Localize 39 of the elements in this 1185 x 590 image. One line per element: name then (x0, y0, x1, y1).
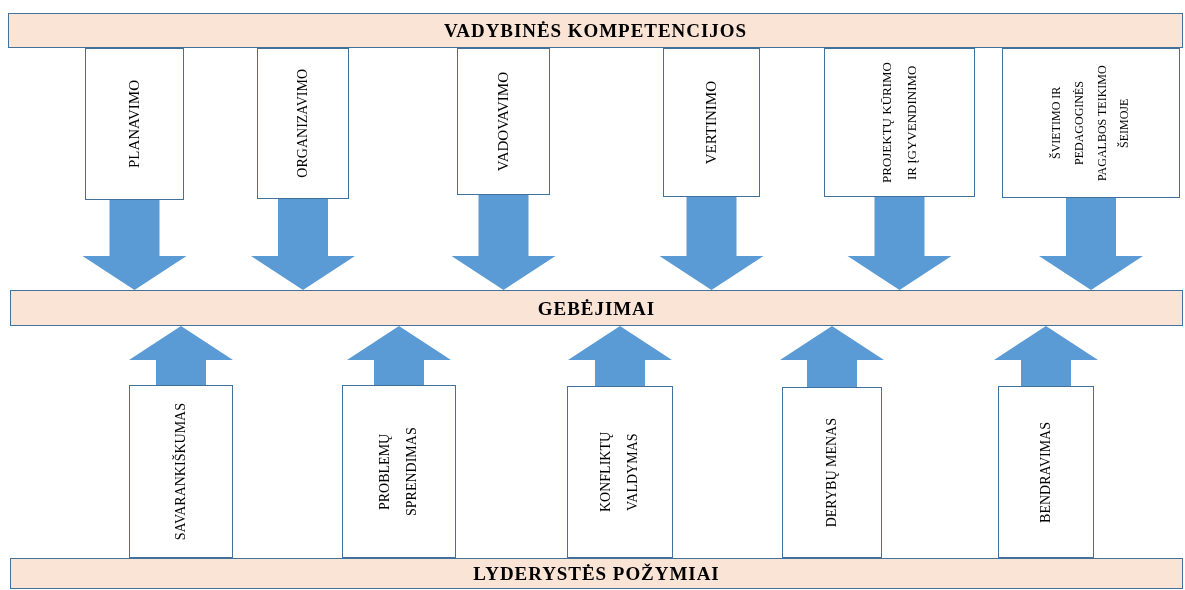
band-title: VADYBINĖS KOMPETENCIJOS (444, 21, 747, 40)
heading-band (8, 13, 1183, 48)
vertical-label: PLANAVIMO (125, 79, 144, 169)
vertical-label: PROJEKTŲ KŪRIMO IR ĮGYVENDINIMO (877, 61, 920, 185)
vertical-label: VADOVAVIMO (494, 71, 513, 172)
label-box (567, 386, 673, 558)
block-arrow (82, 200, 187, 290)
band-title: GEBĖJIMAI (537, 298, 656, 318)
heading-band (10, 290, 1183, 326)
block-arrow (994, 326, 1098, 386)
label-box (457, 48, 550, 195)
vertical-label: SAVARANKIŠKUMAS (171, 402, 189, 541)
vertical-label: ŠVIETIMO IR PEDAGOGINĖS PAGALBOS TEIKIMO ŠEIMOJE (1048, 64, 1133, 183)
block-arrow (129, 326, 233, 385)
vertical-label: ORGANIZAVIMO (293, 69, 311, 178)
label-box (129, 385, 233, 558)
block-arrow (568, 326, 672, 386)
vertical-label: DERYBŲ MENAS (822, 417, 840, 528)
label-box (824, 48, 975, 197)
label-box (342, 385, 456, 558)
label-box (85, 48, 184, 200)
block-arrow (347, 326, 451, 385)
label-box (782, 387, 882, 558)
label-box (998, 386, 1094, 558)
label-box (1002, 48, 1180, 198)
block-arrow (847, 197, 952, 290)
block-arrow (659, 197, 764, 290)
heading-band (10, 558, 1183, 589)
block-arrow (251, 199, 355, 290)
block-arrow (780, 326, 884, 387)
band-title: LYDERYSTĖS POŽYMIAI (473, 564, 720, 583)
vertical-label: PROBLEMŲ SPRENDIMAS (376, 426, 420, 518)
vertical-label: VERTINIMO (702, 80, 721, 165)
label-box (257, 48, 349, 199)
vertical-label: BENDRAVIMAS (1036, 421, 1054, 523)
label-box (663, 48, 760, 197)
vertical-label: KONFLIKTŲ VALDYMAS (597, 430, 641, 515)
block-arrow (1039, 198, 1143, 290)
block-arrow (451, 195, 556, 290)
